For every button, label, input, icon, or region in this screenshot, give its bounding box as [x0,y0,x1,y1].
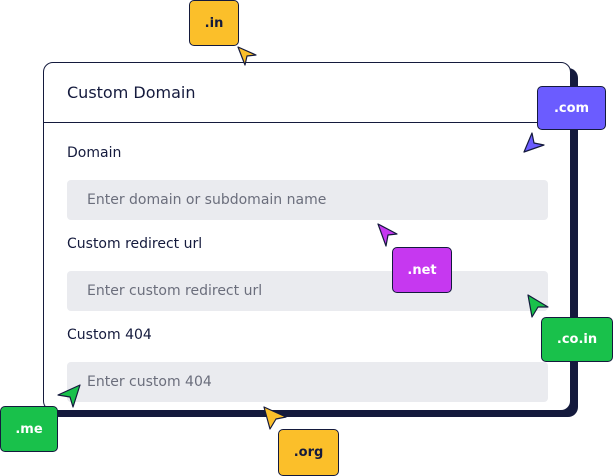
card-title: Custom Domain [67,83,196,102]
tag-me-label: .me [15,421,43,437]
domain-input[interactable] [67,180,548,220]
redirect-url-field-group: Custom redirect url [67,234,548,311]
tag-me: .me [0,406,58,452]
tag-net: .net [392,247,452,293]
tag-org: .org [278,429,339,476]
redirect-url-input[interactable] [67,271,548,311]
pointer-arrow-icon [56,383,81,408]
tag-co-in-label: .co.in [556,332,598,347]
custom-404-input[interactable] [67,362,548,402]
tag-co-in: .co.in [541,317,613,362]
tag-org-label: .org [293,445,324,460]
redirect-url-label: Custom redirect url [67,236,203,252]
pointer-arrow-icon [522,130,545,153]
tag-com: .com [537,86,606,130]
domain-field-group: Domain [67,143,548,220]
custom-404-label: Custom 404 [67,327,152,343]
domain-label: Domain [67,145,122,161]
pointer-arrow-icon [376,222,398,247]
tag-in-label: .in [204,15,224,31]
custom-404-field-group: Custom 404 [67,325,548,402]
pointer-arrow-icon [262,405,287,430]
pointer-arrow-icon [236,44,258,66]
card-header: Custom Domain [44,63,570,123]
tag-in: .in [189,0,239,46]
tag-com-label: .com [553,100,590,116]
tag-net-label: .net [407,262,437,278]
pointer-arrow-icon [526,293,549,318]
custom-domain-card: Custom Domain Domain Custom redirect url… [43,62,571,411]
